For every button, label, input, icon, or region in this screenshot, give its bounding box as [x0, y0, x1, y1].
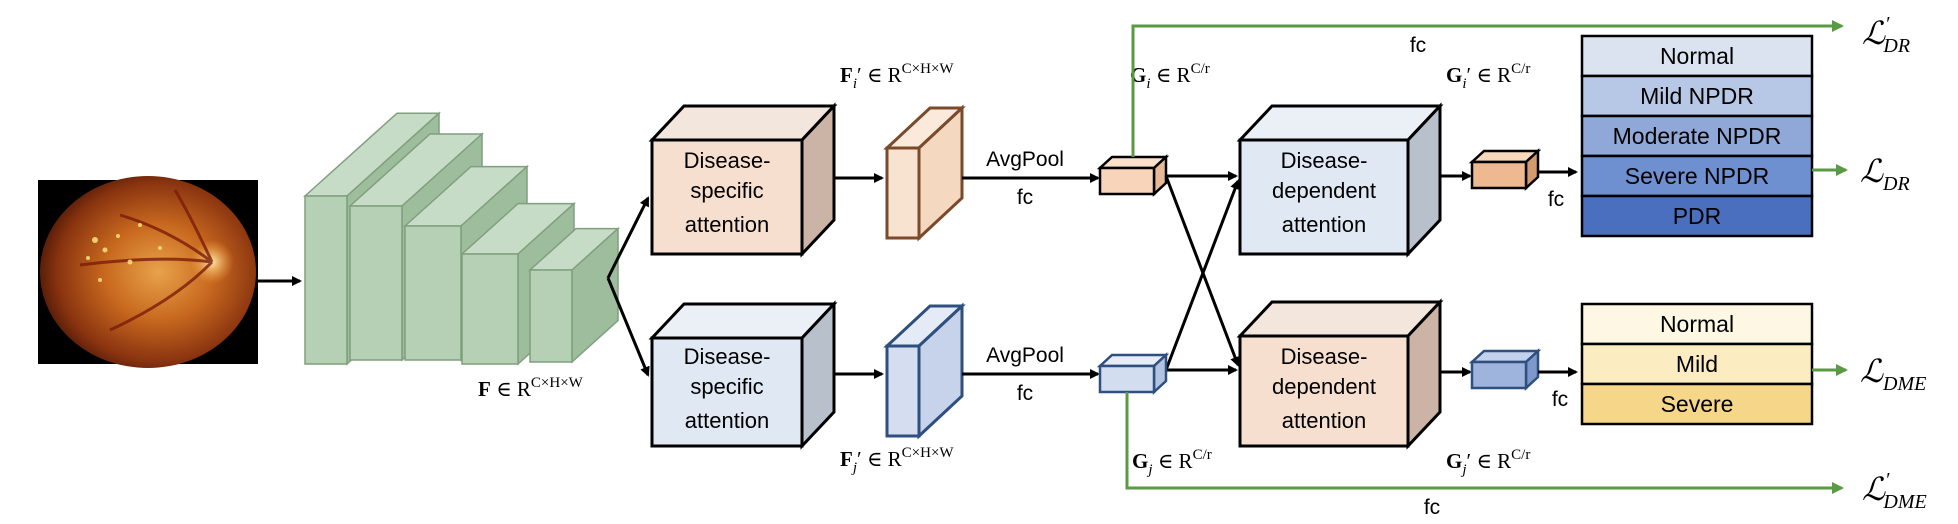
cross-arrow-up: [1164, 179, 1240, 371]
bottom-dependent-attention-block: Disease- dependent attention: [1236, 298, 1444, 450]
svg-text:PDR: PDR: [1673, 203, 1722, 229]
top-feature-map: [883, 104, 966, 242]
svg-text:Moderate NPDR: Moderate NPDR: [1613, 123, 1782, 149]
bottom-out-vector-label: Gj′ ∈ RC/r: [1446, 447, 1530, 478]
loss-dme: ℒDME: [1860, 353, 1926, 395]
top-attention-line1: Disease-: [684, 148, 771, 173]
top-dependent-line2: dependent: [1272, 178, 1376, 203]
bottom-skip-fc-label: fc: [1424, 496, 1440, 519]
top-fc-label: fc: [1017, 186, 1033, 209]
top-avgpool-label: AvgPool: [986, 148, 1064, 171]
bottom-attention-line2: specific: [690, 374, 763, 399]
top-dependent-attention-block: Disease- dependent attention: [1236, 102, 1444, 258]
top-vector-label: Gi ∈ RC/r: [1130, 61, 1210, 92]
top-vector: [1096, 154, 1170, 197]
svg-text:Normal: Normal: [1660, 311, 1734, 337]
bottom-attention-line3: attention: [685, 408, 769, 433]
top-out-vector-label: Gi′ ∈ RC/r: [1446, 61, 1530, 92]
top-out-fc-label: fc: [1548, 188, 1564, 211]
backbone-feature-label: F ∈ RC×H×W: [478, 375, 584, 401]
bottom-out-vector: [1468, 348, 1542, 391]
split-arrow-bottom: [606, 277, 650, 377]
bottom-feature-map: [883, 302, 966, 440]
dr-grade-normal: Normal: [1580, 34, 1814, 78]
bottom-vector: [1096, 352, 1170, 395]
cnn-backbone: [303, 111, 620, 366]
dr-grade-moderate-npdr: Moderate NPDR: [1580, 114, 1814, 158]
svg-text:Severe NPDR: Severe NPDR: [1625, 163, 1769, 189]
bottom-dependent-line2: dependent: [1272, 374, 1376, 399]
dr-grade-pdr: PDR: [1580, 194, 1814, 238]
svg-text:Severe: Severe: [1661, 391, 1734, 417]
dme-grade-mild: Mild: [1580, 342, 1814, 386]
svg-text:Mild NPDR: Mild NPDR: [1640, 83, 1754, 109]
top-attention-line2: specific: [690, 178, 763, 203]
cross-arrow-down: [1164, 175, 1240, 367]
top-dependent-line1: Disease-: [1281, 148, 1368, 173]
top-attention-line3: attention: [685, 212, 769, 237]
loss-dme-prime: ℒ′DME: [1862, 469, 1927, 513]
bottom-dependent-line1: Disease-: [1281, 344, 1368, 369]
loss-dr-prime: ℒ′DR: [1862, 13, 1910, 57]
dr-grade-mild-npdr: Mild NPDR: [1580, 74, 1814, 118]
dr-grade-severe-npdr: Severe NPDR: [1580, 154, 1814, 198]
dme-grade-normal: Normal: [1580, 302, 1814, 346]
top-specific-attention-block: Disease- specific attention: [648, 102, 838, 258]
split-arrow-top: [606, 196, 650, 279]
top-skip-fc-label: fc: [1410, 34, 1426, 57]
bottom-avgpool-label: AvgPool: [986, 344, 1064, 367]
bottom-dependent-line3: attention: [1282, 408, 1366, 433]
bottom-feature-label: Fj′ ∈ RC×H×W: [840, 445, 954, 476]
bottom-fc-label: fc: [1017, 382, 1033, 405]
top-dependent-line3: attention: [1282, 212, 1366, 237]
dme-grade-severe: Severe: [1580, 382, 1814, 426]
bottom-attention-line1: Disease-: [684, 344, 771, 369]
fundus-image: [38, 176, 258, 368]
bottom-specific-attention-block: Disease- specific attention: [648, 300, 838, 450]
top-feature-label: Fi′ ∈ RC×H×W: [840, 61, 954, 92]
svg-text:Mild: Mild: [1676, 351, 1718, 377]
top-out-vector: [1468, 148, 1542, 191]
svg-text:Normal: Normal: [1660, 43, 1734, 69]
loss-dr: ℒDR: [1860, 153, 1910, 195]
top-skip-arrow: [1131, 20, 1844, 157]
bottom-out-fc-label: fc: [1552, 388, 1568, 411]
bottom-skip-arrow: [1125, 392, 1844, 494]
bottom-vector-label: Gj ∈ RC/r: [1132, 447, 1212, 478]
backbone-layer-5: [528, 226, 620, 364]
